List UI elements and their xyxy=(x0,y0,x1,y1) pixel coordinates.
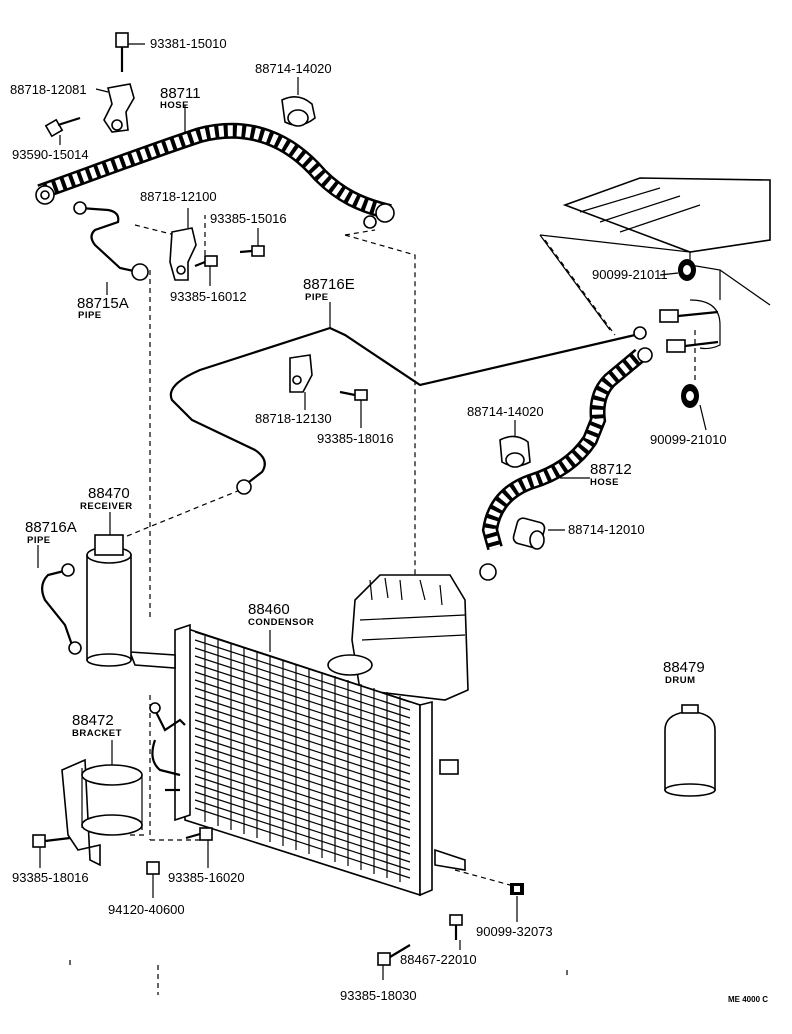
label-88479: 88479 xyxy=(663,659,705,676)
label-93385-18016-low: 93385-18016 xyxy=(12,870,89,885)
label-88718-12100: 88718-12100 xyxy=(140,189,217,204)
label-88470-name: RECEIVER xyxy=(80,501,133,512)
insulator-88714-top xyxy=(281,77,316,127)
drum-88479 xyxy=(664,704,716,797)
clamp-88718-12130 xyxy=(289,354,313,410)
hose-88712 xyxy=(479,347,653,581)
label-88718-12081: 88718-12081 xyxy=(10,82,87,97)
hose-88711 xyxy=(35,105,395,229)
label-88715A-name: PIPE xyxy=(78,310,102,321)
receiver-88470 xyxy=(86,512,132,667)
pipe-88715A xyxy=(73,201,149,295)
dashed-guide-lines xyxy=(69,215,696,995)
pipe-88716E xyxy=(169,302,647,495)
label-88460: 88460 xyxy=(248,601,290,618)
bolt-88467 xyxy=(449,914,463,950)
nut-90099-21011 xyxy=(659,259,696,281)
part-labels: 93381-15010 88718-12081 88711 HOSE 88714… xyxy=(10,36,768,1004)
label-88714-top: 88714-14020 xyxy=(255,61,332,76)
label-88714-mid: 88714-14020 xyxy=(467,404,544,419)
label-94120: 94120-40600 xyxy=(108,902,185,917)
label-88716E-name: PIPE xyxy=(305,292,329,303)
nut-90099-32073 xyxy=(510,883,524,922)
firewall-panel xyxy=(539,177,771,350)
label-93590: 93590-15014 xyxy=(12,147,89,162)
label-88711: 88711 xyxy=(160,85,201,102)
condensor-88460 xyxy=(128,623,466,897)
insulator-88714-mid xyxy=(499,420,531,468)
label-93381: 93381-15010 xyxy=(150,36,227,51)
bolt-93385-16020 xyxy=(185,827,213,868)
label-88716E: 88716E xyxy=(303,276,355,293)
bolt-93590 xyxy=(44,116,81,145)
label-88467: 88467-22010 xyxy=(400,952,477,967)
label-88460-name: CONDENSOR xyxy=(248,617,314,628)
label-88714-12010: 88714-12010 xyxy=(568,522,645,537)
label-93385-16020: 93385-16020 xyxy=(168,870,245,885)
bolt-93385-18016-mid xyxy=(339,389,368,428)
insulator-88714-12010 xyxy=(512,517,565,550)
label-88470: 88470 xyxy=(88,485,130,502)
bolt-93385-18030 xyxy=(377,944,411,980)
label-88472: 88472 xyxy=(72,712,114,729)
nut-90099-21010 xyxy=(681,384,707,431)
label-88479-name: DRUM xyxy=(665,675,696,686)
label-93385-18030: 93385-18030 xyxy=(340,988,417,1003)
label-90099-21010: 90099-21010 xyxy=(650,432,727,447)
label-88715A: 88715A xyxy=(77,295,129,312)
compressor xyxy=(327,574,469,775)
bracket-88472 xyxy=(61,740,143,867)
label-88711-name: HOSE xyxy=(160,100,189,111)
pipe-88716A xyxy=(37,545,82,655)
label-93385-18016-mid: 93385-18016 xyxy=(317,431,394,446)
label-93385-15016: 93385-15016 xyxy=(210,211,287,226)
label-88716A: 88716A xyxy=(25,519,77,536)
label-88716A-name: PIPE xyxy=(27,535,51,546)
label-88718-12130: 88718-12130 xyxy=(255,411,332,426)
bolt-93381 xyxy=(115,32,145,72)
bolt-93385-16012 xyxy=(194,255,218,286)
label-88712: 88712 xyxy=(590,461,632,478)
nut-94120 xyxy=(146,861,160,898)
clamp-88718-12100 xyxy=(169,208,197,281)
clamp-88718-12081 xyxy=(95,83,135,133)
label-88712-name: HOSE xyxy=(590,477,619,488)
footer-code: ME 4000 C xyxy=(728,995,768,1004)
fittings-firewall xyxy=(659,309,719,353)
bolt-93385-18016-low xyxy=(32,834,71,868)
label-88472-name: BRACKET xyxy=(72,728,122,739)
label-93385-16012: 93385-16012 xyxy=(170,289,247,304)
condensor-inlet-pipes xyxy=(149,702,186,792)
label-90099-21011: 90099-21011 xyxy=(592,267,668,282)
label-90099-32073: 90099-32073 xyxy=(476,924,553,939)
bolt-93385-15016 xyxy=(239,228,265,257)
